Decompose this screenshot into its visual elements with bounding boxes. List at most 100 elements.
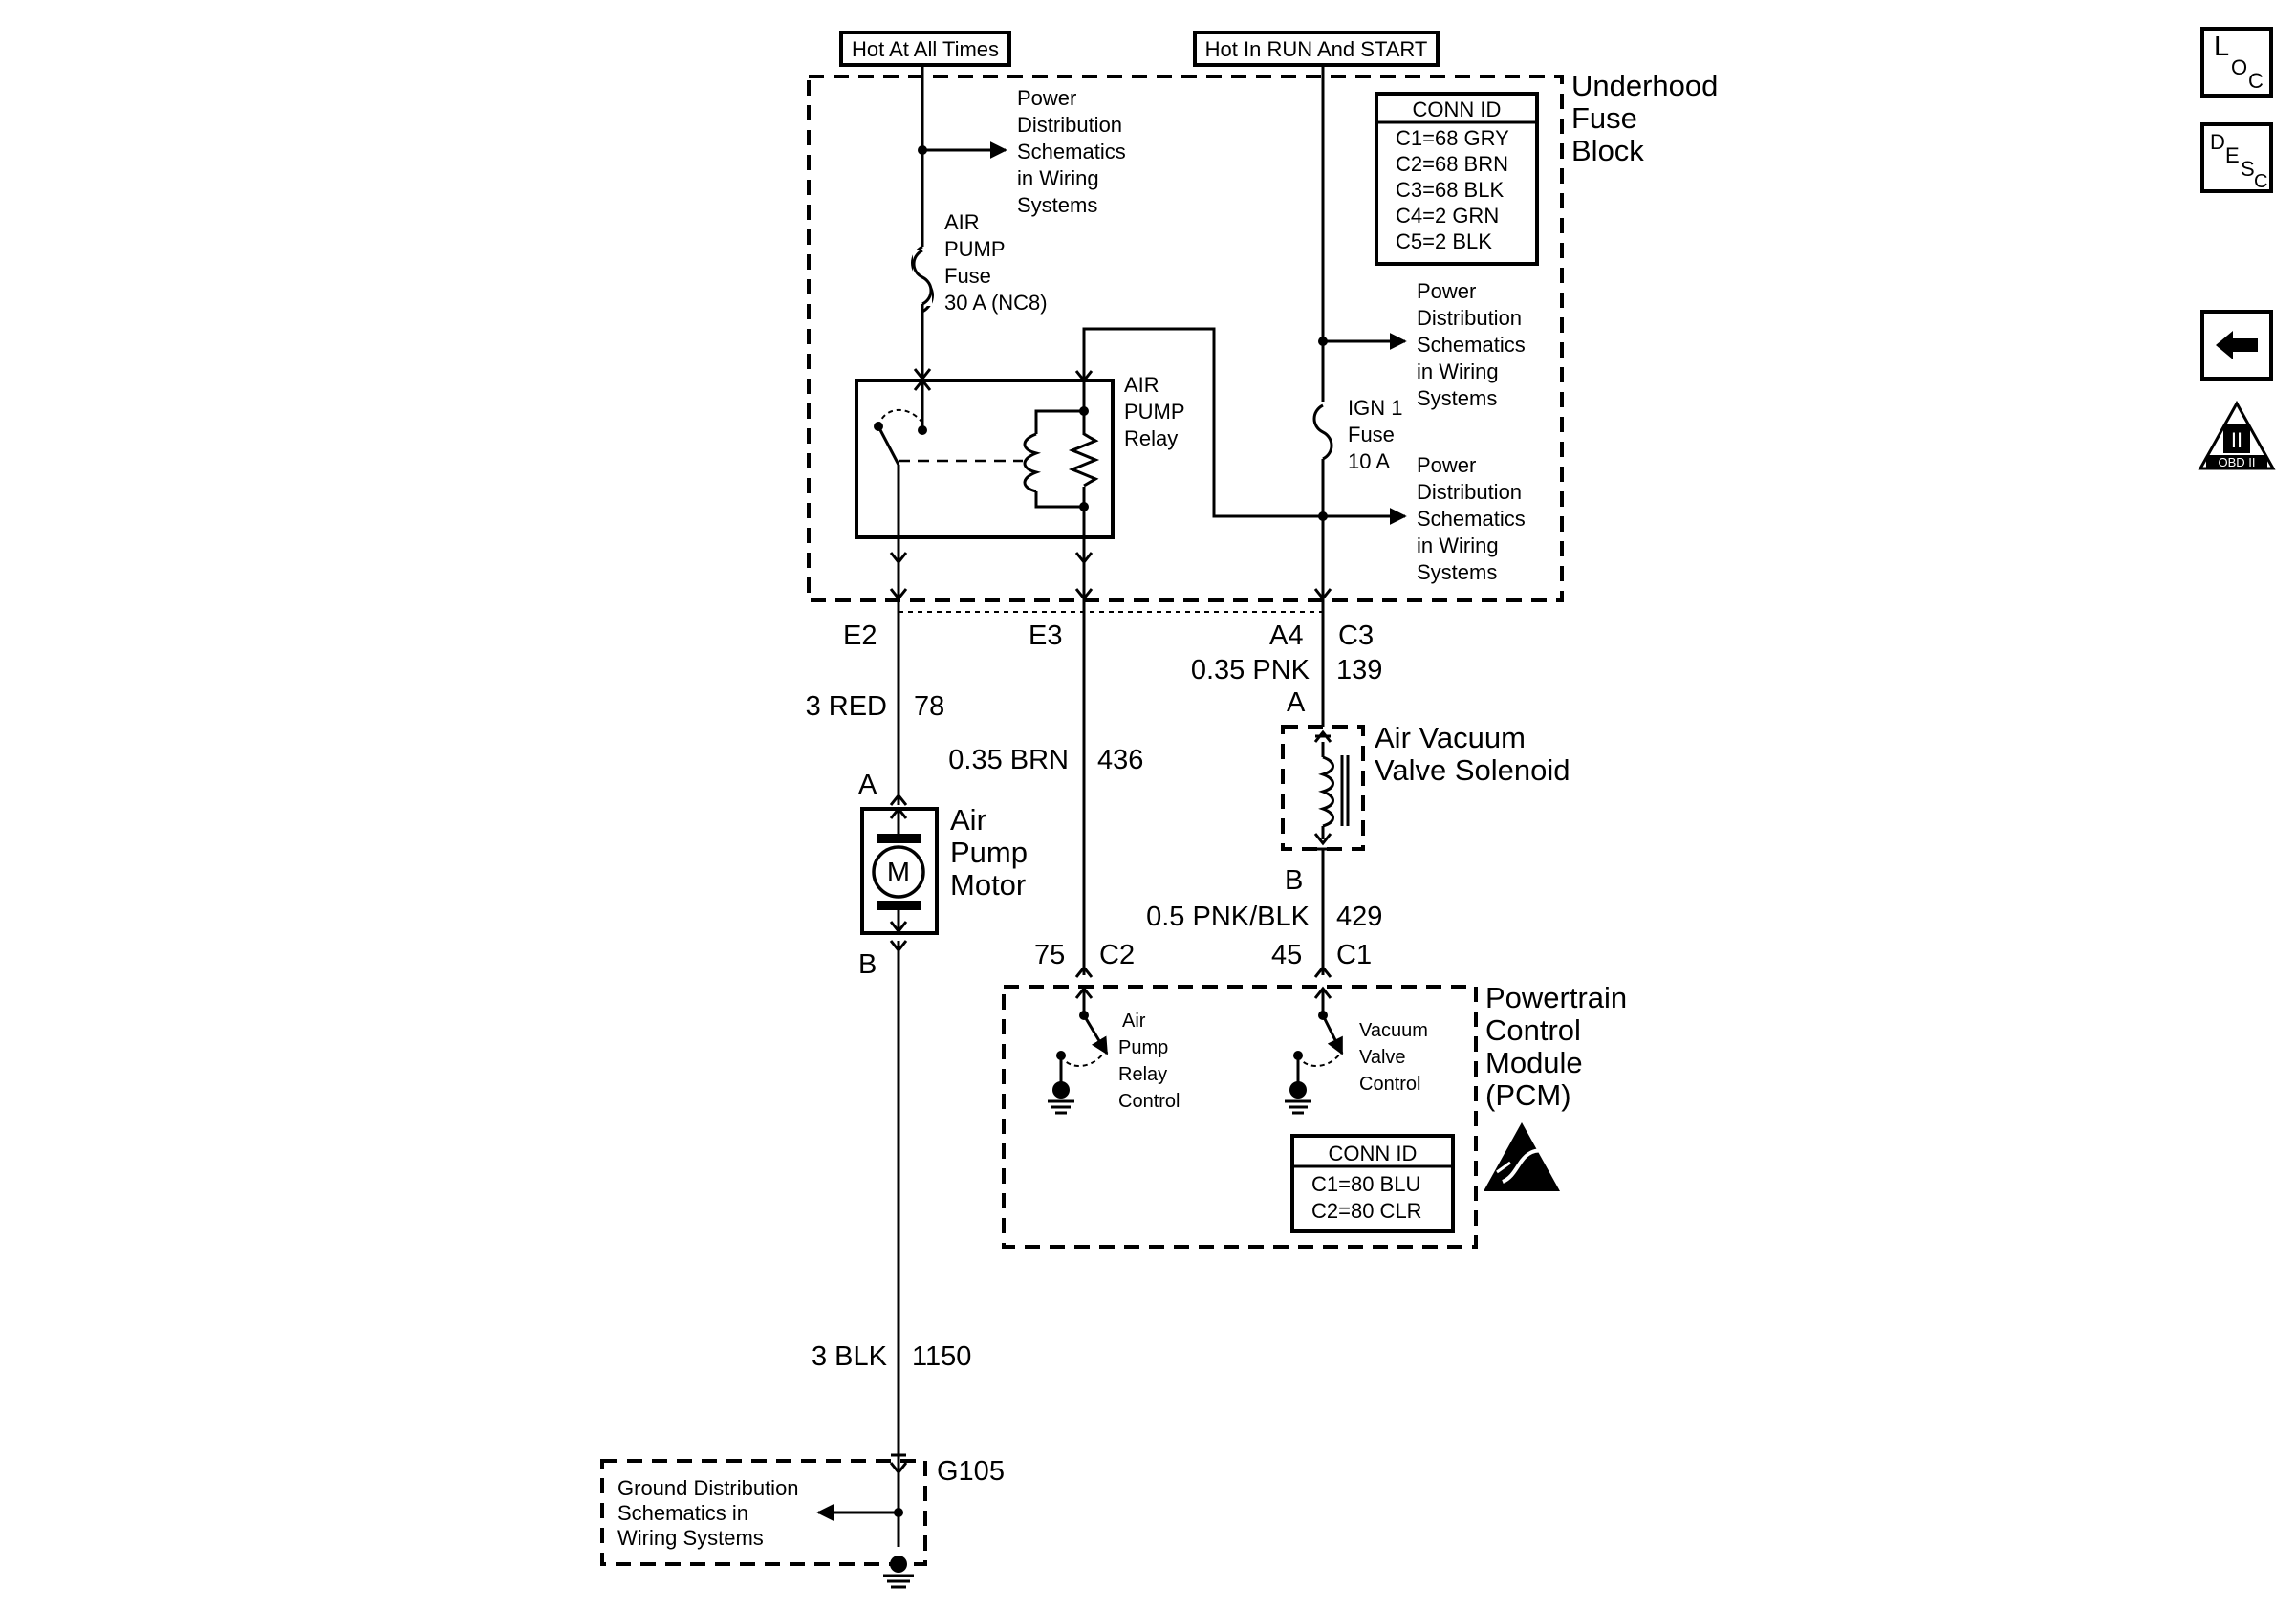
wire-brn-circuit: 436	[1097, 745, 1143, 775]
svg-text:Fuse: Fuse	[944, 264, 991, 288]
air-vacuum-valve-solenoid-boundary	[1281, 725, 1365, 851]
pcm-connector-c1: C1	[1336, 940, 1372, 970]
air-pump-relay-label: AIR PUMP Relay	[1124, 373, 1185, 450]
obd-numeral: II	[2231, 428, 2242, 452]
svg-text:Hot In RUN And START: Hot In RUN And START	[1205, 37, 1428, 61]
svg-text:Motor: Motor	[950, 868, 1026, 902]
svg-text:Distribution: Distribution	[1017, 113, 1122, 137]
solenoid-pin-a: A	[1287, 687, 1306, 718]
svg-text:Pump: Pump	[950, 836, 1028, 869]
underhood-fuse-block-title: Underhood Fuse Block	[1571, 69, 1718, 167]
svg-text:Schematics: Schematics	[1417, 333, 1526, 357]
svg-text:Ground Distribution: Ground Distribution	[617, 1476, 799, 1500]
connector-c3: C3	[1338, 620, 1374, 651]
air-pump-relay	[855, 378, 1115, 539]
svg-text:AIR: AIR	[944, 210, 980, 234]
svg-text:L: L	[2214, 32, 2229, 62]
svg-text:Relay: Relay	[1118, 1064, 1167, 1085]
connector-e3: E3	[1029, 620, 1062, 651]
obd-ii-button[interactable]: II OBD II	[2198, 400, 2276, 470]
svg-text:D: D	[2210, 130, 2225, 154]
ground-distribution-box	[600, 1459, 927, 1566]
pcm-pin-45: 45	[1271, 940, 1302, 970]
svg-text:C4=2 GRN: C4=2 GRN	[1396, 204, 1499, 228]
air-vacuum-valve-solenoid-label: Air Vacuum Valve Solenoid	[1375, 721, 1570, 787]
svg-text:Hot At All Times: Hot At All Times	[852, 37, 999, 61]
svg-text:Control: Control	[1118, 1091, 1180, 1112]
svg-text:Relay: Relay	[1124, 426, 1178, 450]
svg-text:C5=2 BLK: C5=2 BLK	[1396, 229, 1492, 253]
esd-warning-icon	[1484, 1122, 1560, 1191]
wire-blk-circuit: 1150	[912, 1341, 971, 1372]
wire-red-circuit: 78	[914, 691, 944, 722]
wire-pnkblk-color: 0.5 PNK/BLK	[1146, 902, 1310, 932]
fuse-block-conn-id-table: CONN ID C1=68 GRY C2=68 BRN C3=68 BLK C4…	[1375, 92, 1539, 266]
vacuum-valve-control-label: Vacuum Valve Control	[1359, 1020, 1428, 1095]
svg-text:O: O	[2231, 55, 2247, 79]
ground-distribution-note: Ground Distribution Schematics in Wiring…	[617, 1476, 799, 1550]
svg-text:C1=68 GRY: C1=68 GRY	[1396, 126, 1509, 150]
svg-text:Air: Air	[950, 803, 986, 837]
svg-text:PUMP: PUMP	[944, 237, 1006, 261]
svg-text:IGN 1: IGN 1	[1348, 396, 1402, 420]
svg-text:(PCM): (PCM)	[1485, 1078, 1571, 1112]
svg-text:Schematics in: Schematics in	[617, 1501, 748, 1525]
power-distribution-note-2: Power Distribution Schematics in Wiring …	[1417, 279, 1526, 410]
svg-text:C: C	[2254, 171, 2267, 192]
wire-blk-color: 3 BLK	[812, 1341, 888, 1372]
svg-text:Control: Control	[1359, 1074, 1420, 1095]
svg-text:C: C	[2248, 69, 2264, 93]
svg-text:10 A: 10 A	[1348, 449, 1390, 473]
svg-text:Power: Power	[1417, 279, 1476, 303]
svg-text:Wiring Systems: Wiring Systems	[617, 1526, 764, 1550]
air-pump-relay-control-label: Air Pump Relay Control	[1118, 1011, 1180, 1112]
svg-text:Valve Solenoid: Valve Solenoid	[1375, 753, 1570, 787]
wire-red-color: 3 RED	[806, 691, 887, 722]
svg-text:C2=80 CLR: C2=80 CLR	[1311, 1199, 1422, 1223]
svg-text:CONN ID: CONN ID	[1413, 98, 1502, 121]
svg-text:Air Vacuum: Air Vacuum	[1375, 721, 1526, 754]
svg-text:Systems: Systems	[1417, 560, 1497, 584]
svg-text:30 A (NC8): 30 A (NC8)	[944, 291, 1048, 315]
ground-icon	[883, 1556, 914, 1589]
vacuum-valve-control-switch	[1285, 986, 1344, 1115]
loc-button[interactable]: L O C	[2200, 27, 2273, 98]
svg-text:in Wiring: in Wiring	[1417, 533, 1499, 557]
air-pump-motor-label: Air Pump Motor	[950, 803, 1028, 902]
svg-text:Fuse: Fuse	[1348, 423, 1395, 446]
svg-text:Block: Block	[1571, 134, 1644, 167]
svg-text:PUMP: PUMP	[1124, 400, 1185, 424]
power-distribution-note-1: Power Distribution Schematics in Wiring …	[1017, 86, 1126, 217]
svg-text:in Wiring: in Wiring	[1417, 359, 1499, 383]
air-vacuum-valve-solenoid	[1313, 729, 1350, 851]
svg-text:Systems: Systems	[1417, 386, 1497, 410]
arrow-left-icon	[2216, 331, 2258, 359]
motor-m-icon: M	[887, 858, 910, 888]
svg-text:Power: Power	[1017, 86, 1076, 110]
desc-button[interactable]: D E S C	[2200, 122, 2273, 193]
motor-pin-a: A	[858, 770, 877, 800]
air-pump-relay-control-switch	[1048, 986, 1109, 1115]
svg-text:AIR: AIR	[1124, 373, 1159, 397]
hot-in-run-start-label: Hot In RUN And START	[1193, 31, 1440, 67]
underhood-fuse-block-boundary	[807, 75, 1564, 602]
svg-text:in Wiring: in Wiring	[1017, 166, 1099, 190]
svg-text:Underhood: Underhood	[1571, 69, 1718, 102]
svg-text:C3=68 BLK: C3=68 BLK	[1396, 178, 1504, 202]
back-button[interactable]	[2200, 310, 2273, 381]
svg-text:Air: Air	[1122, 1011, 1146, 1032]
ign1-fuse-icon	[1312, 403, 1333, 461]
svg-text:S: S	[2241, 157, 2255, 181]
svg-text:Valve: Valve	[1359, 1047, 1406, 1068]
motor-pin-b: B	[858, 949, 877, 980]
ign1-fuse-label: IGN 1 Fuse 10 A	[1348, 396, 1402, 473]
air-pump-motor: M	[860, 806, 939, 935]
pcm-pin-75: 75	[1034, 940, 1065, 970]
svg-text:Module: Module	[1485, 1046, 1583, 1079]
pcm-boundary	[1002, 985, 1478, 1249]
pcm-connector-c2: C2	[1099, 940, 1135, 970]
svg-text:C1=80 BLU: C1=80 BLU	[1311, 1172, 1420, 1196]
pcm-title: Powertrain Control Module (PCM)	[1485, 981, 1627, 1112]
svg-text:Schematics: Schematics	[1017, 140, 1126, 163]
